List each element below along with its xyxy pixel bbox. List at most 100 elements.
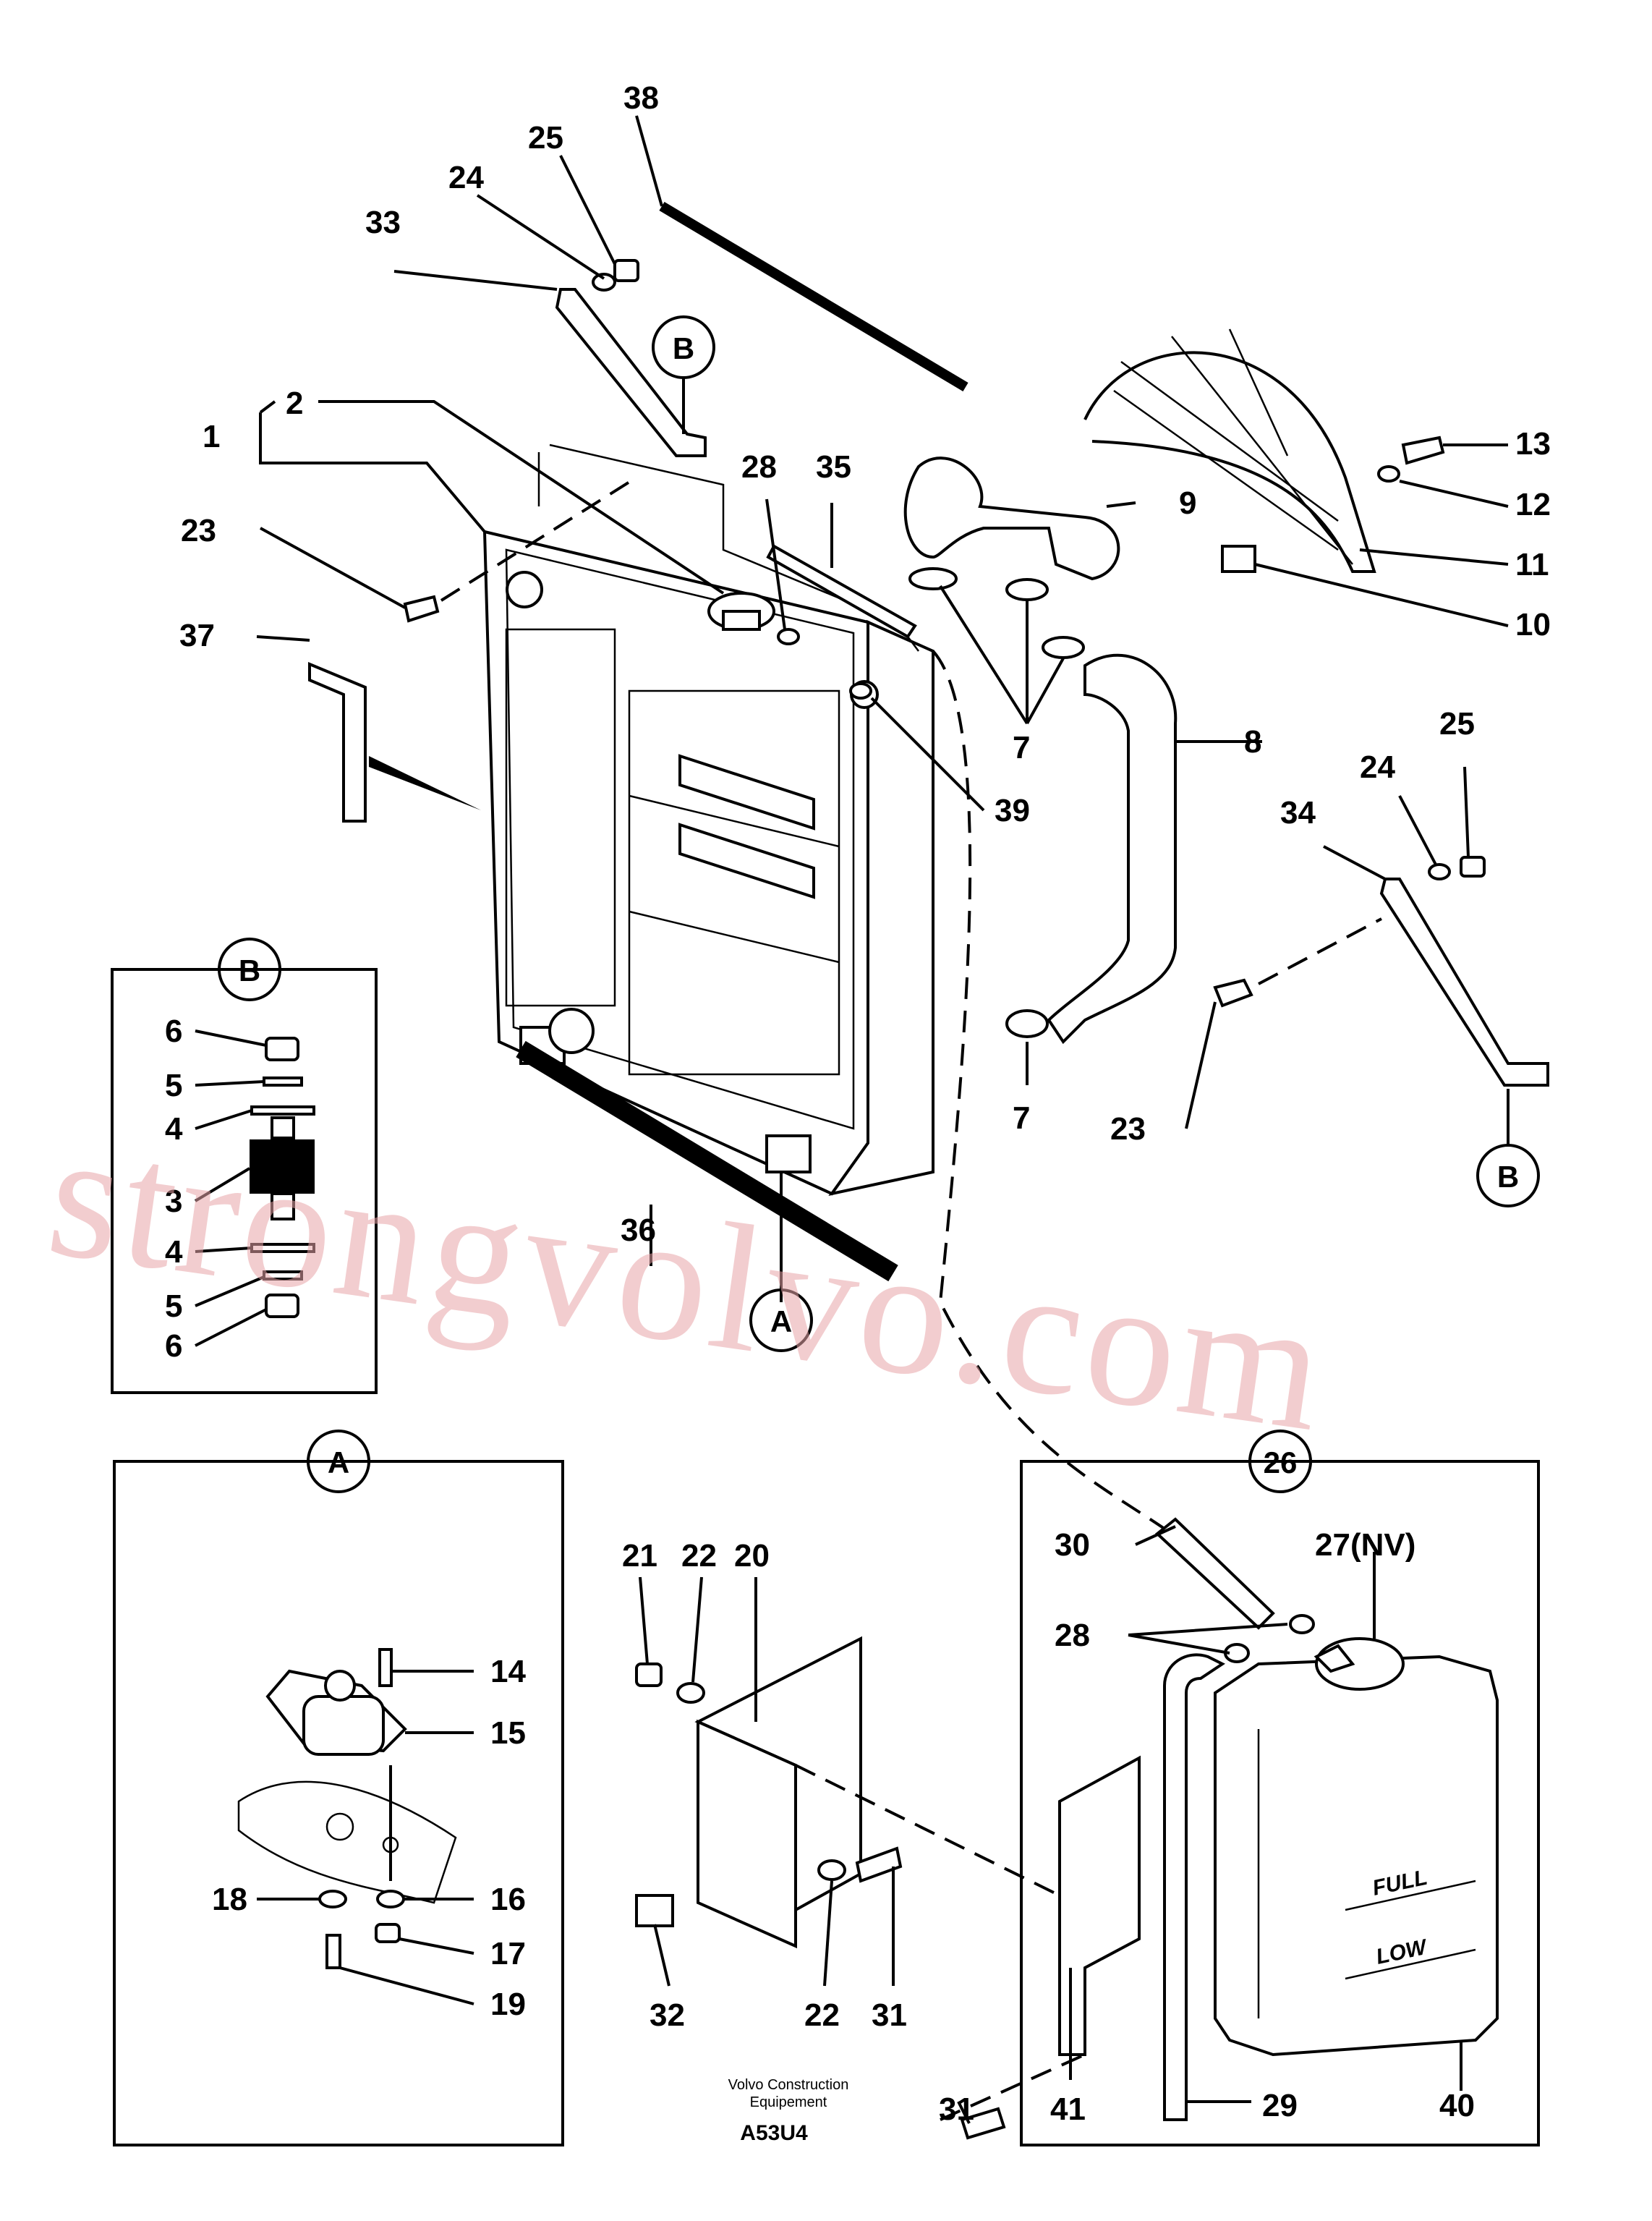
- callout-22-top: 22: [681, 1538, 717, 1574]
- clamp-7a: [908, 567, 958, 590]
- callout-21: 21: [622, 1538, 657, 1574]
- callout-13: 13: [1515, 426, 1551, 462]
- washer-24b: [1428, 863, 1451, 880]
- bolt-23b: [1213, 978, 1253, 1008]
- washer-24a: [592, 273, 616, 292]
- callout-4-bottom: 4: [165, 1234, 183, 1270]
- callout-34: 34: [1280, 795, 1316, 831]
- marker-a-main: A: [749, 1288, 813, 1352]
- svg-text:A: A: [328, 1445, 349, 1479]
- bolt-13: [1401, 436, 1445, 465]
- svg-text:26: 26: [1264, 1445, 1298, 1479]
- callout-2: 2: [286, 386, 303, 421]
- washer-12: [1377, 465, 1400, 483]
- tank-bracket-20: [635, 1636, 1006, 2140]
- bolt23b-path: [1258, 917, 1382, 985]
- callout-38: 38: [623, 80, 659, 116]
- callout-31-bottom: 31: [939, 2092, 974, 2127]
- callout-36: 36: [621, 1213, 656, 1248]
- nut-25a: [613, 259, 639, 282]
- svg-text:B: B: [1497, 1160, 1519, 1194]
- radiator-core-fins: [505, 628, 840, 1076]
- seal-strip-38: [659, 201, 968, 392]
- maker-line-1: Volvo Construction: [728, 2077, 849, 2093]
- clip-28b-1: [1289, 1614, 1315, 1634]
- callout-1: 1: [203, 419, 220, 454]
- callout-14: 14: [490, 1654, 526, 1689]
- callout-12: 12: [1515, 487, 1551, 522]
- callout-23-lower: 23: [1110, 1111, 1146, 1147]
- callout-8: 8: [1244, 724, 1261, 760]
- clip-10: [1221, 545, 1256, 573]
- leader-lines: [194, 115, 1509, 2124]
- lower-hose-8: [1047, 653, 1178, 1045]
- nut-25b: [1460, 856, 1486, 878]
- seal-strip-35: [766, 544, 917, 639]
- svg-text:A: A: [770, 1304, 792, 1338]
- detail-box-26: [1020, 1460, 1540, 2146]
- callout-32: 32: [650, 1997, 685, 2033]
- callout-7: 7: [1013, 730, 1030, 765]
- callout-29: 29: [1262, 2088, 1298, 2123]
- callout-22-bottom: 22: [804, 1997, 840, 2033]
- callout-31-right: 31: [872, 1997, 907, 2033]
- bolt-23a: [403, 595, 440, 623]
- callout-27nv: 27(NV): [1315, 1527, 1415, 1563]
- svg-text:B: B: [239, 954, 260, 988]
- detail-box-b: [111, 968, 378, 1394]
- marker-26-box: 26: [1248, 1430, 1312, 1493]
- callout-35: 35: [816, 449, 851, 485]
- callout-5-bottom: 5: [165, 1288, 182, 1324]
- hose-29: [1163, 1653, 1225, 2121]
- marker-b-right: B: [1476, 1089, 1540, 1207]
- callout-20: 20: [734, 1538, 770, 1574]
- callout-41: 41: [1050, 2092, 1086, 2127]
- callout-23: 23: [181, 513, 216, 548]
- upper-hose-9: [903, 456, 1120, 581]
- callout-10: 10: [1515, 607, 1551, 642]
- callout-11: 11: [1515, 547, 1549, 582]
- callout-28-box: 28: [1055, 1618, 1090, 1653]
- callout-24: 24: [448, 160, 484, 195]
- callout-40: 40: [1439, 2088, 1475, 2123]
- callout-15: 15: [490, 1715, 526, 1751]
- pointer-37: [369, 756, 481, 810]
- bracket-41: [1058, 1755, 1141, 2056]
- callout-37: 37: [179, 618, 215, 653]
- mount-stack-b: [250, 1037, 315, 1318]
- plug-39: [849, 682, 872, 700]
- drawing-footer: Volvo Construction Equipement A53U4: [728, 2077, 849, 2145]
- callout-33: 33: [365, 205, 401, 240]
- callout-3: 3: [165, 1184, 182, 1219]
- overflow-path: [932, 650, 1173, 1535]
- callout-7-lower: 7: [1013, 1100, 1030, 1136]
- svg-text:B: B: [673, 331, 694, 365]
- detail-box-a: [113, 1460, 564, 2146]
- callout-19: 19: [490, 1987, 526, 2022]
- bolt23a-path: [440, 476, 638, 602]
- engine-mount-a: [237, 1648, 457, 1969]
- marker-b-top: B: [652, 315, 715, 434]
- clamp-7d: [1005, 1009, 1049, 1038]
- callout-5-top: 5: [165, 1068, 182, 1103]
- foam-strip-36: [516, 1040, 898, 1282]
- callout-labels: 38 25 24 33 2 1 23 37 28 35 9 13 12 11 1…: [165, 80, 1551, 2127]
- maker-line-2: Equipement: [750, 2094, 827, 2110]
- drawing-code: A53U4: [740, 2121, 808, 2145]
- radiator: [482, 443, 934, 1197]
- clamp-7b: [1005, 578, 1049, 601]
- hose-30: [1154, 1517, 1275, 1630]
- stay-33: [555, 288, 707, 457]
- callout-18: 18: [212, 1882, 247, 1917]
- expansion-tank-40: FULL LOW: [1214, 1637, 1499, 2057]
- callout-28: 28: [741, 449, 777, 485]
- callout-39: 39: [995, 793, 1030, 828]
- fan-guard-11: [1083, 328, 1376, 573]
- callout-4-top: 4: [165, 1111, 183, 1147]
- gasket-37: [308, 662, 367, 823]
- callout-6-top: 6: [165, 1014, 182, 1049]
- clamp-7c: [1042, 636, 1085, 659]
- callout-17: 17: [490, 1936, 526, 1971]
- hose-clip-28a: [777, 628, 800, 645]
